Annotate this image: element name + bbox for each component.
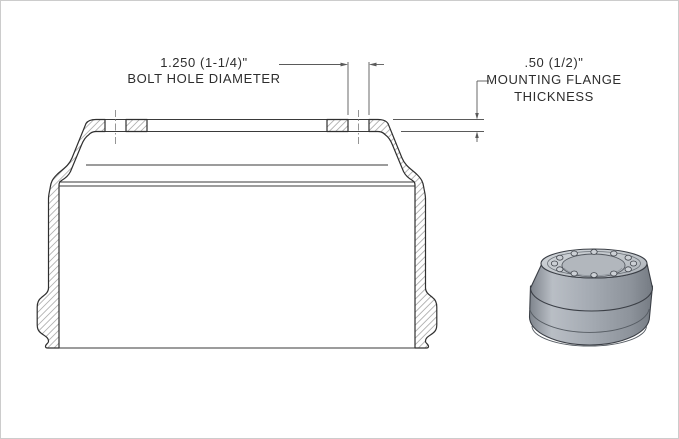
arrowhead-down: [475, 113, 479, 120]
flange-web-right: [326, 118, 349, 133]
bolt-hole-dimension-text: BOLT HOLE DIAMETER: [127, 71, 281, 86]
brake-drum-3d-render: [528, 248, 654, 347]
bolt-hole-dimension: [279, 62, 384, 115]
bolt-hole-dimension-label: 1.250 (1-1/4)" BOLT HOLE DIAMETER: [117, 55, 291, 87]
arrowhead-right: [340, 62, 348, 67]
bolt-hole-dimension-value: 1.250 (1-1/4)": [160, 55, 248, 70]
interior-edges: [59, 119, 415, 349]
drum-ring-line-lower: [531, 325, 647, 347]
flange-thickness-text-line1: MOUNTING FLANGE: [486, 72, 622, 87]
flange-web-left: [125, 118, 148, 133]
centerlines: [115, 110, 359, 144]
arrowhead-left: [369, 62, 377, 67]
flange-thickness-dimension-label: .50 (1/2)" MOUNTING FLANGE THICKNESS: [479, 54, 629, 105]
section-walls: [36, 118, 438, 349]
flange-thickness-dimension: [393, 80, 489, 142]
arrowhead-up: [475, 131, 479, 138]
flange-thickness-value: .50 (1/2)": [524, 55, 584, 70]
bolt-holes-3d: [550, 248, 638, 279]
drum-ring-line-upper: [529, 308, 650, 333]
flange-thickness-text-line2: THICKNESS: [514, 89, 594, 104]
right-wall-section: [368, 118, 438, 349]
left-wall-section: [36, 118, 106, 349]
